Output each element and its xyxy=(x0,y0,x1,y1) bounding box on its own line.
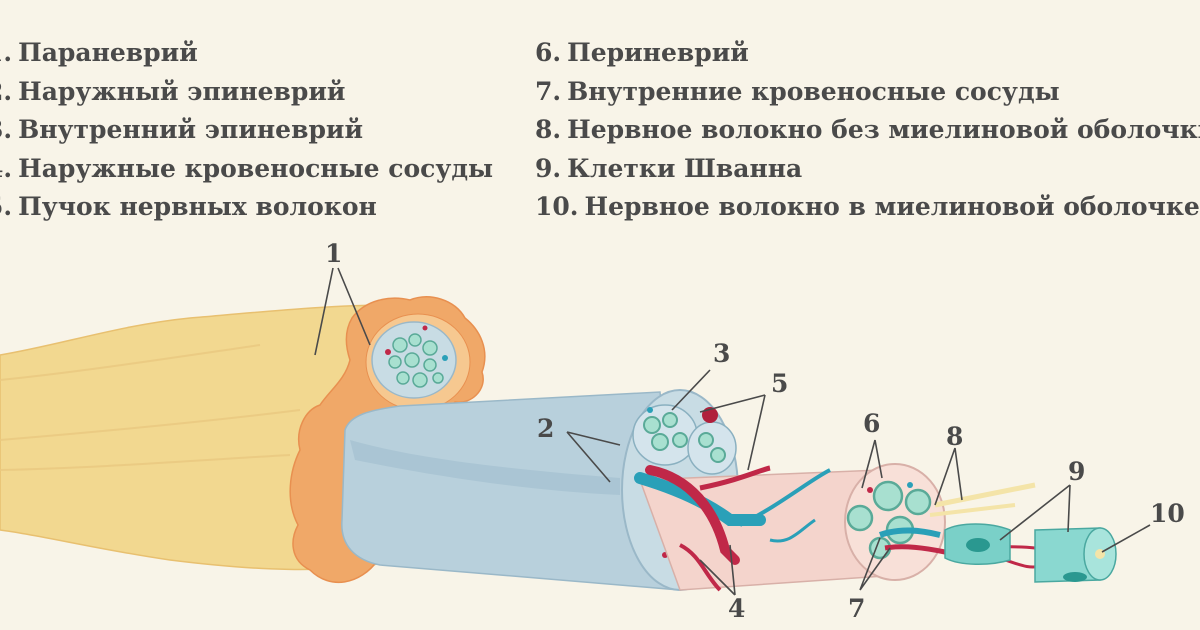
legend-right-column: 6.Периневрий 7.Внутренние кровеносные со… xyxy=(535,34,1200,227)
callout-7: 7 xyxy=(848,594,865,623)
legend-number: 1. xyxy=(0,38,13,67)
legend-item: 3.Внутренний эпиневрий xyxy=(0,111,493,150)
legend-number: 7. xyxy=(535,76,562,106)
fascicle-cell xyxy=(396,371,410,385)
vein-dot xyxy=(647,407,653,413)
legend-item: 1.Параневрий xyxy=(0,34,493,73)
artery xyxy=(645,465,740,565)
leader-line-6 xyxy=(861,439,883,489)
callout-numbers: 1 2 3 4 5 6 7 8 9 10 xyxy=(325,239,1185,623)
leader-line-3 xyxy=(671,369,711,411)
vein-dot xyxy=(907,482,913,488)
paraneurium-fascicle xyxy=(371,321,457,399)
legend-number: 4. xyxy=(0,153,13,183)
legend-left-column: 1.Параневрий 2.Наружный эпиневрий 3.Внут… xyxy=(0,34,493,227)
leader-line-5 xyxy=(699,394,766,471)
callout-4: 4 xyxy=(728,594,745,623)
leader-line-10 xyxy=(1101,524,1151,553)
legend-number: 3. xyxy=(0,115,13,144)
fascicle-cell xyxy=(404,352,420,368)
fascicle-cell xyxy=(422,340,438,356)
artery-dot xyxy=(867,487,873,493)
legend-label: Пучок нервных волокон xyxy=(18,192,377,221)
leader-line-2 xyxy=(566,431,621,483)
fascicle-cell xyxy=(388,355,402,369)
fascicle-cell xyxy=(412,372,428,388)
unmyelinated-fibers xyxy=(929,482,1036,517)
legend-number: 10. xyxy=(535,192,579,221)
legend-item: 6.Периневрий xyxy=(535,34,1200,73)
legend-number: 6. xyxy=(535,38,562,67)
artery xyxy=(699,465,771,491)
callout-10: 10 xyxy=(1150,499,1185,528)
vein-dot xyxy=(442,355,448,361)
legend-item: 4.Наружные кровеносные сосуды xyxy=(0,150,493,189)
legend-label: Нервное волокно в миелиновой оболочке xyxy=(584,192,1200,221)
fascicle-cell xyxy=(432,372,444,384)
artery-dot xyxy=(385,349,391,355)
legend-item: 7.Внутренние кровеносные сосуды xyxy=(535,73,1200,112)
epineurium-shade xyxy=(350,440,620,495)
schwann-nucleus xyxy=(1063,572,1087,582)
callout-3: 3 xyxy=(713,339,730,368)
legend-label: Нервное волокно без миелиновой оболочки xyxy=(567,115,1200,144)
callout-1: 1 xyxy=(325,239,342,268)
legend-label: Внутренние кровеносные сосуды xyxy=(567,76,1060,106)
leader-line-7 xyxy=(859,537,891,591)
artery xyxy=(679,543,722,592)
fascicle-outline xyxy=(687,421,737,475)
fascicle-cell xyxy=(846,504,874,532)
nerve-fiber xyxy=(934,482,1036,508)
legend-item: 2.Наружный эпиневрий xyxy=(0,73,493,112)
legend-item: 5.Пучок нервных волокон xyxy=(0,188,493,227)
schwann-nucleus xyxy=(966,538,990,552)
legend-number: 5. xyxy=(0,192,13,221)
legend-label: Параневрий xyxy=(18,38,198,67)
callout-6: 6 xyxy=(863,409,880,438)
leader-lines xyxy=(314,267,1151,596)
leader-line-1 xyxy=(314,267,371,356)
leader-line-4 xyxy=(699,544,736,596)
vein xyxy=(769,518,816,543)
paraneurium-stripe xyxy=(0,344,301,471)
schwann-cells xyxy=(944,523,1117,583)
fascicle-cell xyxy=(872,480,904,512)
legend-item: 9.Клетки Шванна xyxy=(535,150,1200,189)
fascicle-cell xyxy=(651,433,669,451)
callout-2: 2 xyxy=(537,414,554,443)
legend-number: 8. xyxy=(535,115,562,144)
callout-9: 9 xyxy=(1068,457,1085,486)
legend-label: Наружные кровеносные сосуды xyxy=(18,153,494,183)
fascicle-cell xyxy=(662,412,678,428)
legend-item: 8.Нервное волокно без миелиновой оболочк… xyxy=(535,111,1200,150)
epineurium-fascicles xyxy=(632,404,737,568)
fascicle-cell xyxy=(423,358,437,372)
fascicle-cell xyxy=(710,447,726,463)
artery-dot xyxy=(422,325,428,331)
legend-label: Наружный эпиневрий xyxy=(18,76,346,106)
legend-item: 10.Нервное волокно в миелиновой оболочке xyxy=(535,188,1200,227)
leader-line-8 xyxy=(934,447,963,506)
fascicle-cell xyxy=(392,337,408,353)
fascicle-cell xyxy=(904,488,932,516)
fascicle-cell xyxy=(698,432,714,448)
leader-line-9 xyxy=(999,484,1071,541)
fascicle-cell xyxy=(643,416,661,434)
legend-number: 9. xyxy=(535,153,562,183)
fascicle-cell xyxy=(408,333,422,347)
callout-5: 5 xyxy=(771,369,788,398)
vein xyxy=(879,527,941,538)
legend-label: Внутренний эпиневрий xyxy=(18,115,364,144)
vein xyxy=(739,468,831,527)
callout-8: 8 xyxy=(946,422,963,451)
legend-number: 2. xyxy=(0,76,13,106)
legend-label: Клетки Шванна xyxy=(567,153,803,183)
nerve-fiber xyxy=(929,503,1016,517)
artery xyxy=(884,544,946,555)
fascicle-cell xyxy=(672,432,688,448)
legend-label: Периневрий xyxy=(567,38,749,67)
